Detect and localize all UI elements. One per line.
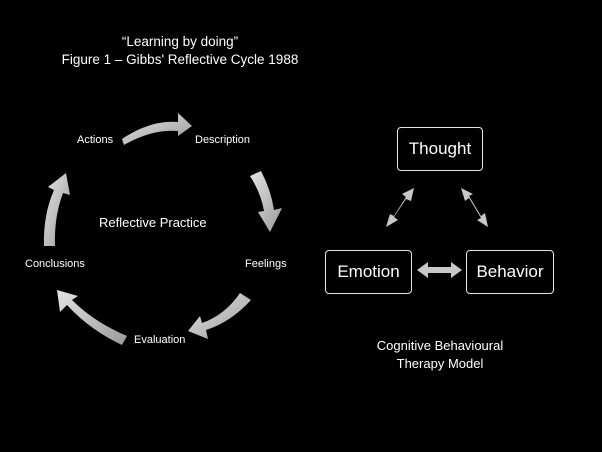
cycle-center-label: Reflective Practice bbox=[99, 215, 207, 230]
cbt-thought-label: Thought bbox=[408, 139, 472, 158]
cbt-emotion-label: Emotion bbox=[337, 262, 400, 281]
stage-actions: Actions bbox=[77, 134, 114, 146]
cbt-emotion-box: Emotion bbox=[325, 250, 412, 294]
stage-description: Description bbox=[195, 134, 251, 146]
cbt-behavior-box: Behavior bbox=[466, 250, 554, 294]
cbt-arrow-thought-behavior bbox=[461, 188, 488, 227]
cbt-thought-box: Thought bbox=[397, 127, 483, 171]
stage-feelings: Feelings bbox=[245, 258, 287, 270]
stage-evaluation: Evaluation bbox=[134, 334, 186, 346]
cbt-arrow-emotion-behavior bbox=[417, 262, 462, 278]
cycle-arrow-evaluation-conclusions bbox=[57, 290, 127, 345]
title-line-1: “Learning by doing” bbox=[121, 34, 239, 49]
cycle-arrow-feelings-evaluation bbox=[188, 293, 251, 339]
cbt-caption-line-1: Cognitive Behavioural bbox=[376, 338, 504, 353]
cycle-arrow-description-feelings bbox=[250, 171, 282, 232]
cbt-arrow-thought-emotion bbox=[386, 188, 414, 227]
cbt-caption-line-2: Therapy Model bbox=[396, 356, 484, 371]
title-line-2: Figure 1 – Gibbs' Reflective Cycle 1988 bbox=[61, 52, 299, 67]
cbt-behavior-label: Behavior bbox=[476, 262, 544, 281]
cycle-arrow-conclusions-actions bbox=[43, 173, 70, 246]
cycle-arrow-actions-description bbox=[122, 113, 192, 145]
stage-conclusions: Conclusions bbox=[25, 258, 85, 270]
